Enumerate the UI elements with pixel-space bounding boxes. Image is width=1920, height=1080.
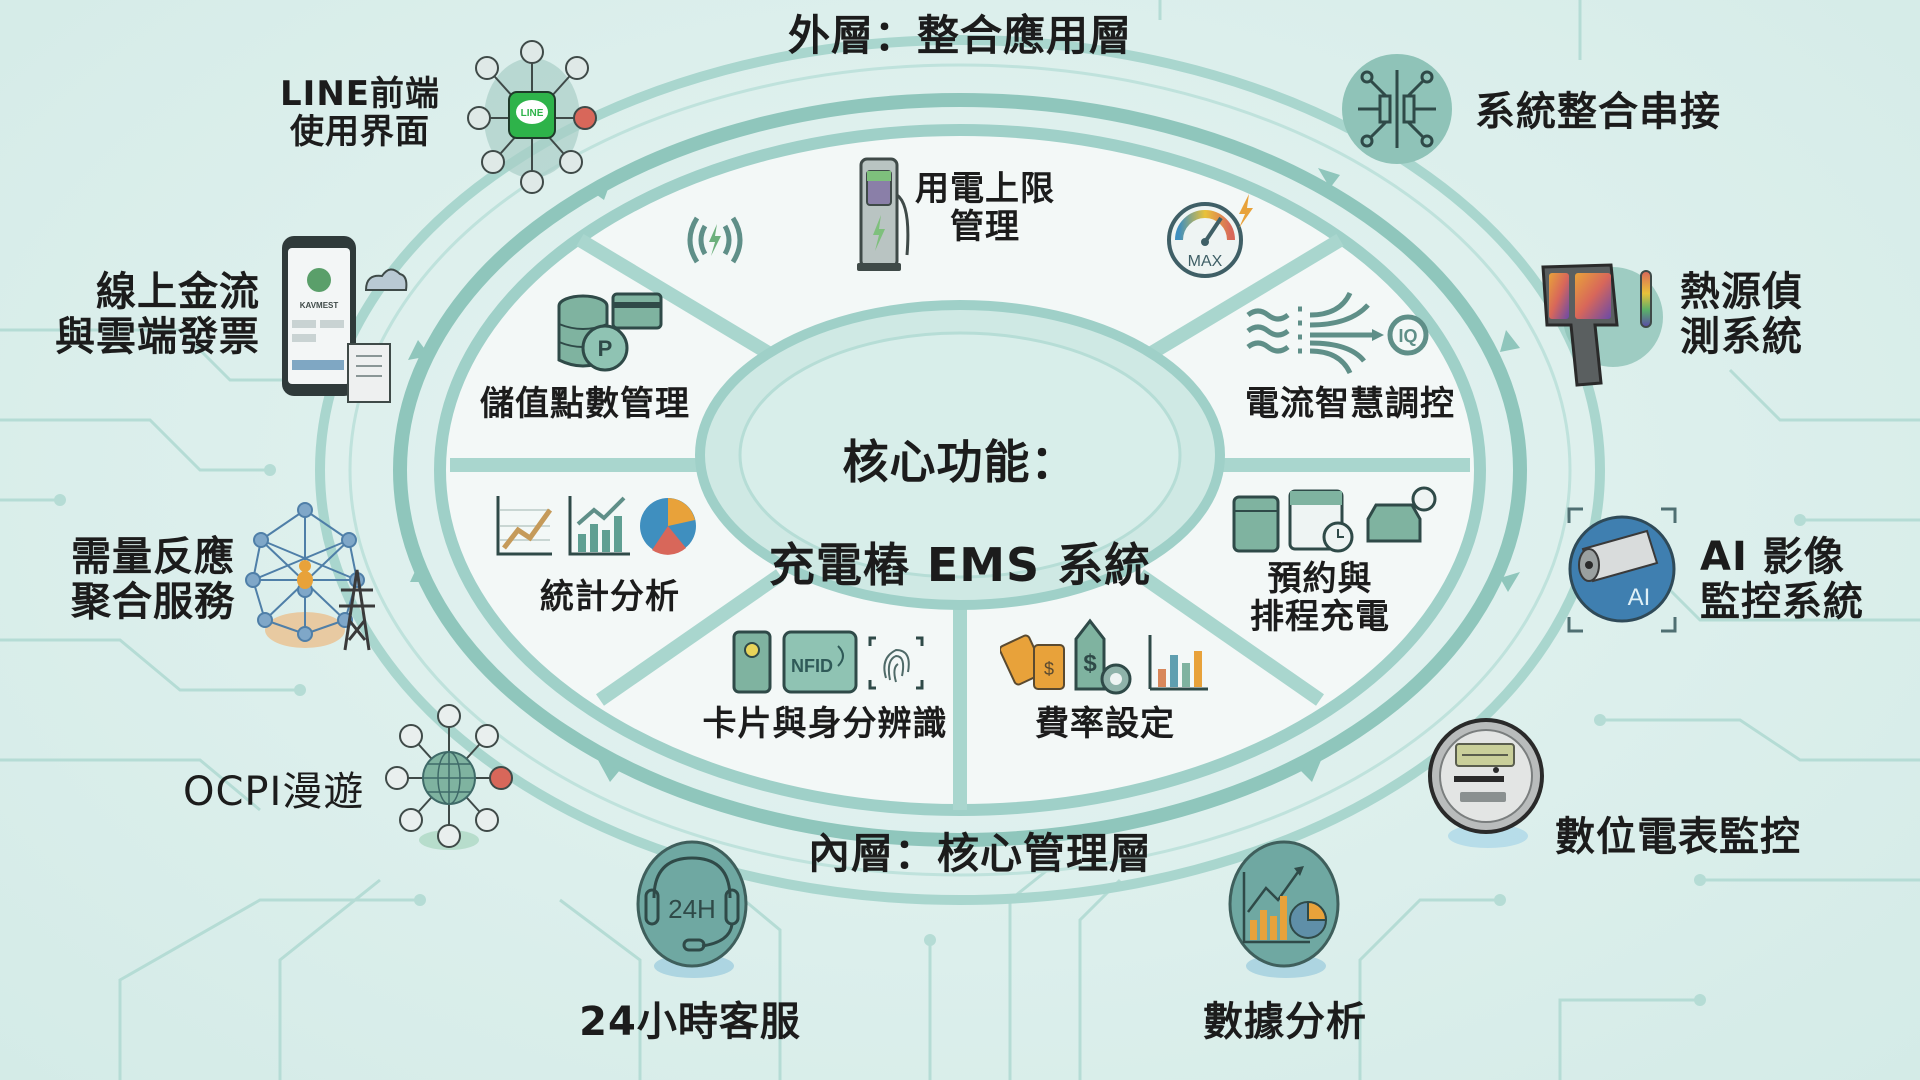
charging-station-icon: [857, 157, 910, 271]
module-label: 線上金流 與雲端發票: [55, 269, 260, 360]
outer-layer-title: 外層：整合應用層: [787, 11, 1132, 60]
price-tags-icon: $ $: [1000, 618, 1208, 695]
connector-icon: [1342, 54, 1452, 164]
phone-payment-icon: KAVMEST: [282, 236, 408, 403]
module-label: OCPI漫遊: [183, 769, 365, 815]
center-line-1: 核心功能：: [842, 434, 1078, 489]
segment-label: 電流智慧調控: [1245, 384, 1455, 424]
max-gauge-icon: MAX: [1167, 194, 1253, 278]
svg-text:KAVMEST: KAVMEST: [300, 301, 339, 310]
segment-label: 卡片與身分辨識: [702, 704, 948, 744]
id-card-icon: NFID: [732, 630, 924, 694]
segment-label: 預約與 排程充電: [1250, 559, 1390, 638]
globe-network-icon: [385, 704, 513, 850]
module-label: 熱源偵 測系統: [1680, 269, 1803, 360]
inner-layer-title: 內層：核心管理層: [807, 829, 1152, 878]
calendar-icon: [1232, 486, 1437, 553]
center-core-title: 核心功能： 充電樁 EMS 系統: [760, 385, 1160, 643]
module-label: 系統整合串接: [1475, 89, 1721, 135]
coin-stack-icon: P: [557, 292, 663, 372]
svg-text:P: P: [598, 336, 613, 361]
center-line-2: 充電樁 EMS 系統: [768, 537, 1152, 592]
svg-text:NFID: NFID: [791, 656, 833, 676]
module-label: 需量反應 聚合服務: [71, 534, 235, 625]
svg-text:IQ: IQ: [1398, 326, 1417, 346]
headset-24h-icon: 24H: [636, 840, 748, 978]
segment-label: 用電上限 管理: [915, 169, 1055, 248]
grid-network-icon: [245, 502, 375, 651]
segment-label: 統計分析: [540, 577, 680, 617]
segment-label: 儲值點數管理: [480, 384, 690, 424]
module-label: 數據分析: [1203, 999, 1367, 1045]
smart-meter-icon: [1428, 718, 1544, 848]
current-flow-icon: IQ: [1246, 291, 1429, 375]
module-label: AI 影像 監控系統: [1700, 534, 1864, 625]
thermal-camera-icon: [1541, 263, 1663, 387]
module-label: LINE前端 使用界面: [280, 74, 440, 153]
module-label: 24小時客服: [579, 999, 801, 1045]
svg-text:24H: 24H: [668, 894, 716, 924]
line-chart-icon: [496, 496, 696, 556]
module-label: 數位電表監控: [1555, 814, 1801, 860]
svg-text:$: $: [1044, 659, 1054, 679]
wireless-charging-icon: [687, 216, 743, 264]
svg-text:LINE: LINE: [521, 108, 544, 119]
ai-camera-icon: AI: [1567, 507, 1677, 633]
analytics-icon: [1228, 840, 1340, 978]
svg-text:AI: AI: [1628, 584, 1651, 611]
segment-label: 費率設定: [1035, 704, 1175, 744]
line-network-icon: LINE: [467, 40, 597, 194]
svg-text:$: $: [1083, 650, 1097, 677]
svg-text:MAX: MAX: [1188, 253, 1223, 270]
